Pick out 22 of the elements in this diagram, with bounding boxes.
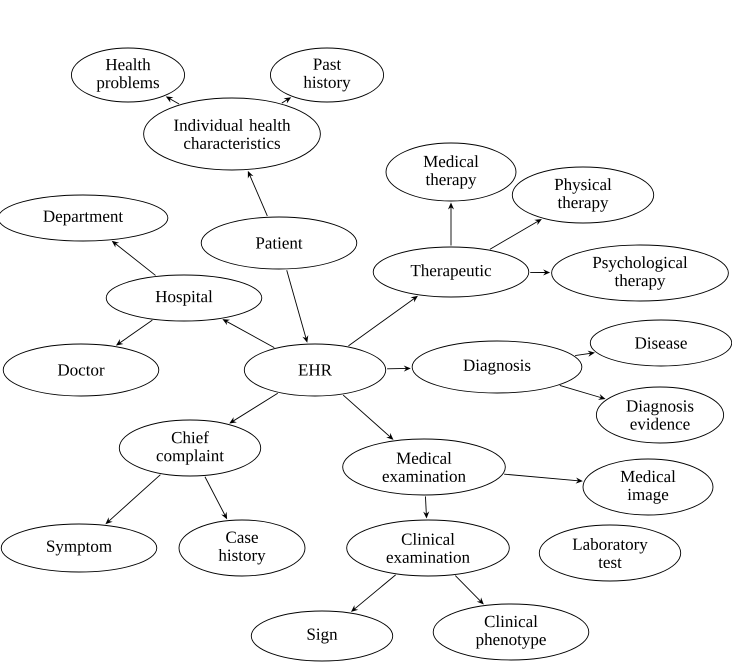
ellipse-node: Medical image xyxy=(582,458,714,516)
ellipse-node: Physical therapy xyxy=(512,166,654,224)
ellipse-node: Clinical examination xyxy=(346,520,510,576)
ellipse-node: Chief complaint xyxy=(118,420,262,476)
ellipse-node: Psychological therapy xyxy=(551,244,729,302)
ellipse-node: Patient xyxy=(200,216,358,270)
ellipse-node: Symptom xyxy=(0,524,158,572)
ellipse-node: Past history xyxy=(270,48,384,102)
arrow xyxy=(342,394,394,440)
ellipse-node: Therapeutic xyxy=(372,246,530,298)
ellipse-node: Laboratory test xyxy=(538,524,682,582)
ellipse-node: Diagnosis evidence xyxy=(596,386,724,444)
ellipse-node: Clinical phenotype xyxy=(432,604,590,660)
ellipse-node: Case history xyxy=(178,520,306,576)
ellipse-node: Hospital xyxy=(106,274,262,322)
ellipse-node: Diagnosis xyxy=(412,340,582,394)
ellipse-node: Medical examination xyxy=(342,438,506,496)
ellipse-node: EHR xyxy=(244,344,386,396)
ellipse-node: Health problems xyxy=(70,48,186,102)
ellipse-node: Medical therapy xyxy=(386,142,516,202)
ellipse-node: Doctor xyxy=(2,344,160,396)
ellipse-node: Sign xyxy=(250,610,394,662)
